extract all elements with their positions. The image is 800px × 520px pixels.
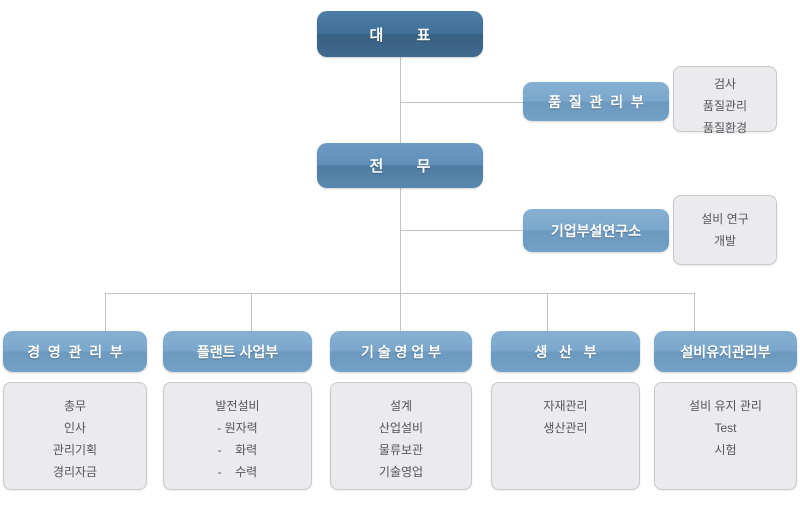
note-item: Test bbox=[714, 421, 737, 435]
note-dept-production: 자재관리 생산관리 bbox=[491, 382, 640, 490]
note-item: - 수력 bbox=[217, 465, 258, 479]
note-dept-management: 총무 인사 관리기획 경리자금 bbox=[3, 382, 147, 490]
connector-line bbox=[400, 230, 523, 231]
note-item: 발전설비 bbox=[215, 399, 260, 413]
note-research: 설비 연구 개발 bbox=[673, 195, 777, 265]
node-dept-production: 생 산 부 bbox=[491, 331, 640, 372]
note-item: 설계 bbox=[389, 399, 413, 413]
node-quality-dept-label: 품 질 관 리 부 bbox=[548, 93, 644, 110]
node-executive-label: 전 무 bbox=[369, 158, 431, 175]
note-item: 설비 연구 bbox=[701, 212, 749, 226]
node-research-institute-label: 기업부설연구소 bbox=[550, 222, 642, 239]
node-dept-label: 생 산 부 bbox=[534, 343, 597, 360]
note-quality: 검사 품질관리 품질환경 bbox=[673, 66, 777, 135]
node-research-institute: 기업부설연구소 bbox=[523, 209, 669, 252]
node-ceo-label: 대 표 bbox=[369, 26, 431, 44]
note-item: 설비 유지 관리 bbox=[689, 399, 762, 413]
connector-line bbox=[400, 102, 523, 103]
node-dept-label: 기 술 영 업 부 bbox=[361, 343, 441, 360]
node-dept-label: 플랜트 사업부 bbox=[196, 343, 279, 360]
node-dept-label: 설비유지관리부 bbox=[680, 343, 771, 360]
node-ceo: 대 표 bbox=[317, 11, 483, 57]
connector-line bbox=[400, 188, 401, 331]
connector-line bbox=[105, 293, 694, 294]
note-item: 개발 bbox=[713, 234, 737, 248]
node-dept-plant: 플랜트 사업부 bbox=[163, 331, 312, 372]
note-item: - 화력 bbox=[217, 443, 258, 457]
note-item: 품질환경 bbox=[702, 121, 748, 135]
note-item: 자재관리 bbox=[543, 399, 588, 413]
node-dept-management: 경 영 관 리 부 bbox=[3, 331, 147, 372]
connector-line bbox=[400, 57, 401, 143]
connector-line bbox=[694, 293, 695, 331]
note-item: 총무 bbox=[63, 399, 87, 413]
node-dept-label: 경 영 관 리 부 bbox=[27, 343, 123, 360]
note-dept-plant: 발전설비 - 원자력 - 화력 - 수력 bbox=[163, 382, 312, 490]
note-item: 시험 bbox=[714, 443, 737, 457]
node-dept-facility-maintenance: 설비유지관리부 bbox=[654, 331, 797, 372]
note-item: - 원자력 bbox=[217, 421, 258, 435]
note-item: 기술영업 bbox=[378, 465, 424, 479]
note-item: 산업설비 bbox=[378, 421, 424, 435]
note-item: 인사 bbox=[63, 421, 87, 435]
note-item: 물류보관 bbox=[378, 443, 424, 457]
note-item: 경리자금 bbox=[52, 465, 98, 479]
node-dept-tech-sales: 기 술 영 업 부 bbox=[330, 331, 472, 372]
node-executive: 전 무 bbox=[317, 143, 483, 188]
connector-line bbox=[105, 293, 106, 331]
connector-line bbox=[251, 293, 252, 331]
note-item: 품질관리 bbox=[702, 99, 748, 113]
note-item: 생산관리 bbox=[543, 421, 588, 435]
note-dept-facility-maintenance: 설비 유지 관리 Test 시험 bbox=[654, 382, 797, 490]
node-quality-dept: 품 질 관 리 부 bbox=[523, 82, 669, 121]
connector-line bbox=[547, 293, 548, 331]
note-item: 관리기획 bbox=[52, 443, 98, 457]
note-item: 검사 bbox=[713, 77, 737, 91]
note-dept-tech-sales: 설계 산업설비 물류보관 기술영업 bbox=[330, 382, 472, 490]
